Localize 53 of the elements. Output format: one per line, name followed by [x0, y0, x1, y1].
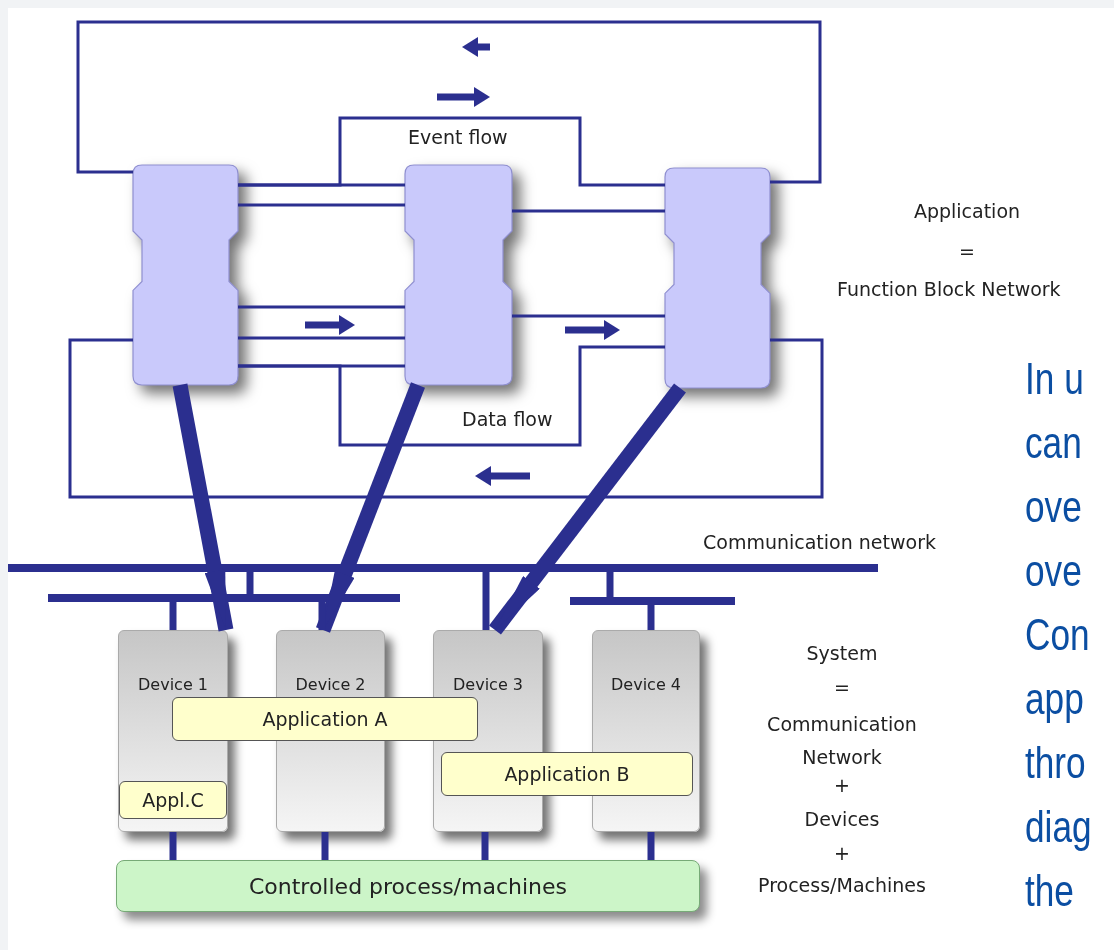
- network-bus: [570, 597, 735, 605]
- mapping-arrow: [316, 382, 425, 633]
- connector-line: [238, 336, 405, 340]
- bus-connector: [481, 832, 489, 860]
- connector-line: [238, 345, 665, 447]
- device-label: Device 1: [137, 675, 209, 694]
- device-label: Device 2: [294, 675, 367, 694]
- flow-label: Data flow: [462, 408, 553, 430]
- caption-text: Communication network: [703, 531, 936, 553]
- body-text: can: [1025, 418, 1082, 468]
- bus-connector: [321, 832, 329, 860]
- device-label: Device 4: [610, 675, 682, 694]
- caption-text: +: [833, 842, 851, 864]
- body-text: the: [1025, 866, 1074, 916]
- application-box: Appl.C: [119, 781, 227, 819]
- application-box: Application A: [172, 697, 478, 741]
- body-text: In u: [1025, 354, 1084, 404]
- connector-line: [238, 305, 405, 309]
- bus-connector: [318, 602, 326, 630]
- caption-text: Communication Network: [766, 712, 918, 770]
- body-text: diag: [1025, 802, 1092, 852]
- body-text: thro: [1025, 738, 1086, 788]
- function-block: [405, 165, 512, 385]
- body-text: app: [1025, 674, 1084, 724]
- connector-line: [512, 209, 665, 213]
- caption-text: Devices: [803, 808, 881, 830]
- caption-text: +: [833, 774, 851, 796]
- caption-text: Application: [912, 200, 1022, 222]
- connector-line: [238, 203, 405, 207]
- body-text: Con: [1025, 610, 1090, 660]
- caption-text: Process/Machines: [757, 874, 927, 896]
- process-box: Controlled process/machines: [116, 860, 700, 912]
- device-label: Device 3: [452, 675, 524, 694]
- connector-line: [512, 314, 665, 318]
- application-box: Application B: [441, 752, 693, 796]
- body-text: ove: [1025, 546, 1082, 596]
- flow-label: Event flow: [408, 126, 508, 148]
- body-text: ove: [1025, 482, 1082, 532]
- mapping-arrow: [489, 383, 686, 635]
- function-block: [665, 168, 770, 388]
- caption-text: =: [833, 676, 851, 698]
- bus-connector: [169, 832, 177, 860]
- connector-line: [68, 338, 824, 499]
- bus-connector: [647, 832, 655, 860]
- caption-text: =: [958, 240, 976, 262]
- connector-line: [76, 20, 822, 184]
- caption-text: System: [805, 642, 879, 664]
- network-bus: [48, 594, 400, 602]
- caption-text: Function Block Network: [837, 278, 1061, 300]
- mapping-arrow: [172, 383, 234, 632]
- network-bus: [8, 564, 878, 572]
- connector-line: [238, 116, 665, 187]
- function-block: [133, 165, 238, 385]
